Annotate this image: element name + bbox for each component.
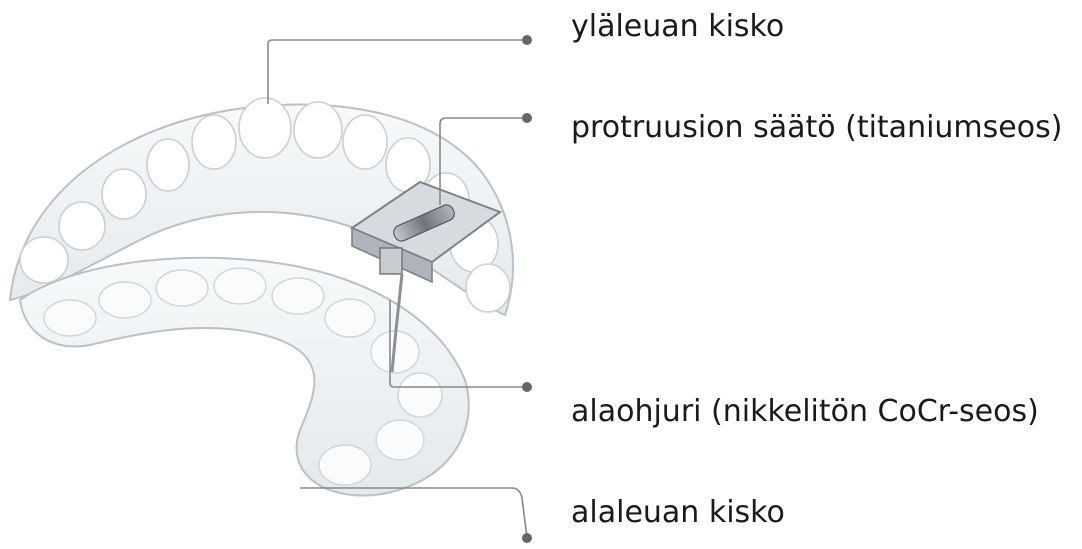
- lower-tooth: [319, 445, 371, 485]
- upper-tooth: [59, 202, 105, 250]
- upper-tooth: [466, 264, 510, 312]
- leader-line-upper: [268, 40, 527, 104]
- lower-tooth: [398, 373, 442, 417]
- label-upper-splint: yläleuan kisko: [571, 12, 784, 42]
- leader-dot: [522, 35, 532, 45]
- upper-tooth: [343, 115, 387, 169]
- lower-tooth: [156, 270, 208, 306]
- leader-dot: [522, 382, 532, 392]
- label-lower-splint: alaleuan kisko: [571, 498, 785, 528]
- lower-tooth: [44, 300, 96, 336]
- lower-tooth: [325, 299, 375, 337]
- upper-tooth: [192, 115, 236, 169]
- label-lower-guide: alaohjuri (nikkelitön CoCr-seos): [571, 397, 1039, 427]
- lower-tooth: [376, 420, 424, 460]
- label-protrusion-adjuster: protruusion säätö (titaniumseos): [571, 113, 1062, 143]
- lower-splint: [20, 258, 469, 496]
- upper-tooth: [20, 237, 68, 283]
- upper-tooth: [294, 102, 342, 158]
- upper-tooth: [239, 98, 291, 158]
- leader-dot: [522, 533, 532, 543]
- lower-tooth: [99, 282, 151, 318]
- upper-tooth: [147, 139, 189, 191]
- lower-tooth: [214, 268, 266, 304]
- adjuster-bracket: [380, 248, 402, 274]
- upper-tooth: [102, 169, 146, 219]
- lower-tooth: [272, 278, 324, 314]
- leader-dot: [522, 113, 532, 123]
- leader-line-lower: [300, 488, 527, 538]
